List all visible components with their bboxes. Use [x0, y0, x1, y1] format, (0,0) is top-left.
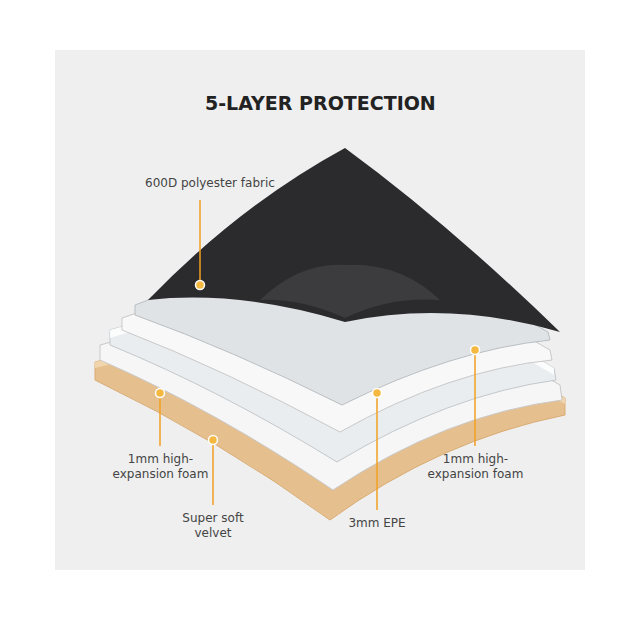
layer-label: Super soft velvet	[173, 511, 253, 541]
leader-dots	[156, 281, 480, 445]
leader-lines	[160, 200, 475, 510]
layer-label: 1mm high-expansion foam	[423, 452, 528, 482]
polyester-fabric-layer	[148, 148, 560, 332]
layer-label: 3mm EPE	[342, 516, 412, 531]
fabric-curl	[260, 265, 440, 318]
background-panel	[55, 50, 585, 570]
layer-label: 600D polyester fabric	[145, 176, 275, 191]
layer-label: 1mm high-expansion foam	[108, 452, 213, 482]
title: 5-LAYER PROTECTION	[205, 96, 436, 111]
